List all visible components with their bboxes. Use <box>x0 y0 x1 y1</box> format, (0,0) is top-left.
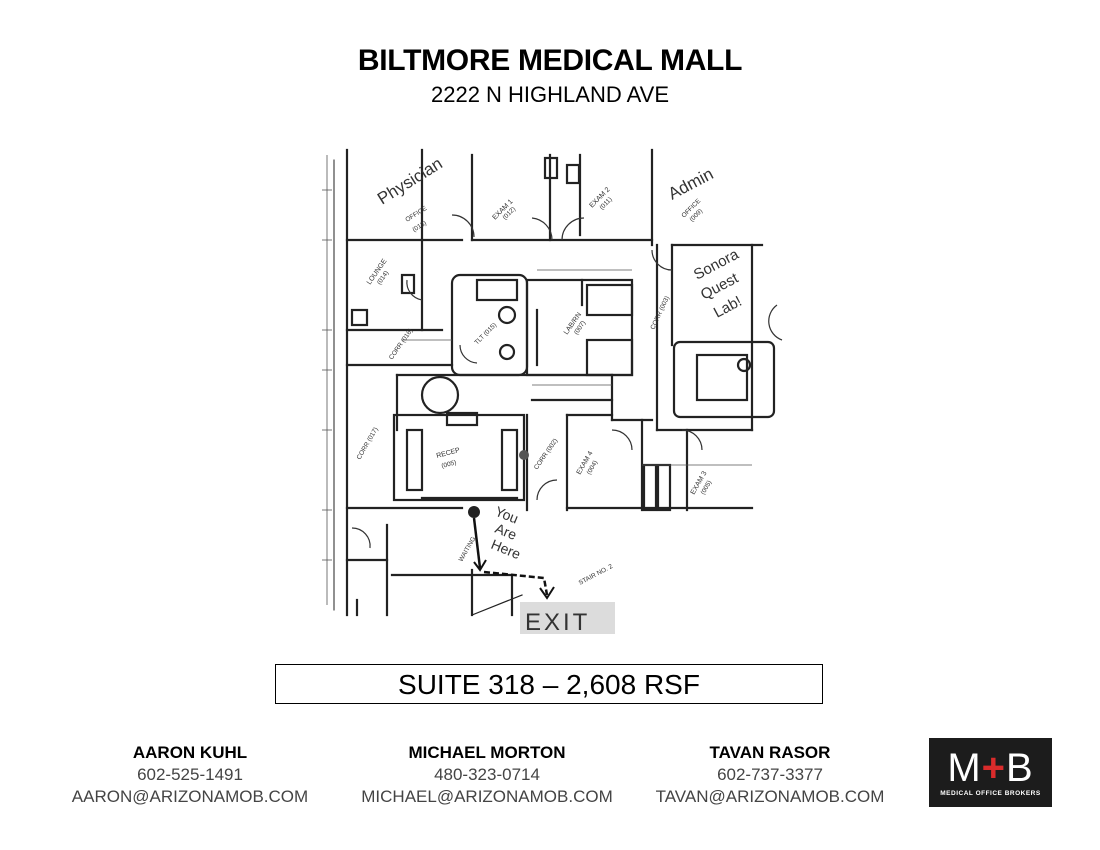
contact-phone[interactable]: 602-525-1491 <box>137 765 243 784</box>
contact-phone[interactable]: 602-737-3377 <box>717 765 823 784</box>
page-subtitle-address: 2222 N HIGHLAND AVE <box>430 82 670 107</box>
label-stair: STAIR NO. 2 <box>578 563 615 587</box>
contact-phone[interactable]: 480-323-0714 <box>434 765 540 784</box>
suite-label: SUITE 318 – 2,608 RSF <box>398 669 700 700</box>
contact-card-aaron: AARON KUHL 602-525-1491 AARON@ARIZONAMOB… <box>60 742 320 808</box>
label-waiting: WAITING <box>458 536 478 563</box>
label-admin: Admin <box>665 164 716 203</box>
label-recep: RECEP <box>436 447 461 460</box>
suite-info-box: SUITE 318 – 2,608 RSF <box>275 664 823 704</box>
floor-plan: Physician OFFICE (013) EXAM 1 (012) EXAM… <box>312 130 790 640</box>
logo-mark-right: B <box>1006 746 1034 790</box>
logo-mark: M+B <box>929 746 1052 790</box>
label-corr-002: CORR (002) <box>533 438 559 472</box>
label-physician-num: (013) <box>411 220 428 234</box>
contact-email[interactable]: MICHAEL@ARIZONAMOB.COM <box>361 787 613 806</box>
contact-email[interactable]: AARON@ARIZONAMOB.COM <box>71 787 309 806</box>
label-physician: Physician <box>374 154 446 209</box>
label-recep-num: (005) <box>441 459 457 470</box>
label-corr-017: CORR (017) <box>356 426 380 461</box>
contact-name: TAVAN RASOR <box>709 743 831 762</box>
label-exit: EXIT <box>525 609 590 636</box>
label-physician-office: OFFICE <box>404 205 428 224</box>
logo-tagline: MEDICAL OFFICE BROKERS <box>940 790 1041 797</box>
mob-logo: M+B MEDICAL OFFICE BROKERS <box>929 738 1052 807</box>
contact-card-michael: MICHAEL MORTON 480-323-0714 MICHAEL@ARIZ… <box>342 742 632 808</box>
label-tlt: TLT (015) <box>473 322 498 347</box>
label-corr-016: CORR (016) <box>388 328 414 362</box>
contact-name: MICHAEL MORTON <box>408 743 566 762</box>
label-here: Here <box>489 536 523 562</box>
logo-plus-icon: + <box>981 746 1006 790</box>
page-title: BILTMORE MEDICAL MALL <box>357 44 743 77</box>
label-corr-003: CORR (003) <box>649 295 671 331</box>
contact-card-tavan: TAVAN RASOR 602-737-3377 TAVAN@ARIZONAMO… <box>640 742 900 808</box>
logo-mark-left: M <box>947 746 982 790</box>
label-are: Are <box>493 520 519 543</box>
contact-name: AARON KUHL <box>132 743 248 762</box>
contact-email[interactable]: TAVAN@ARIZONAMOB.COM <box>655 787 885 806</box>
floor-plan-drawing: Physician OFFICE (013) EXAM 1 (012) EXAM… <box>322 148 783 636</box>
